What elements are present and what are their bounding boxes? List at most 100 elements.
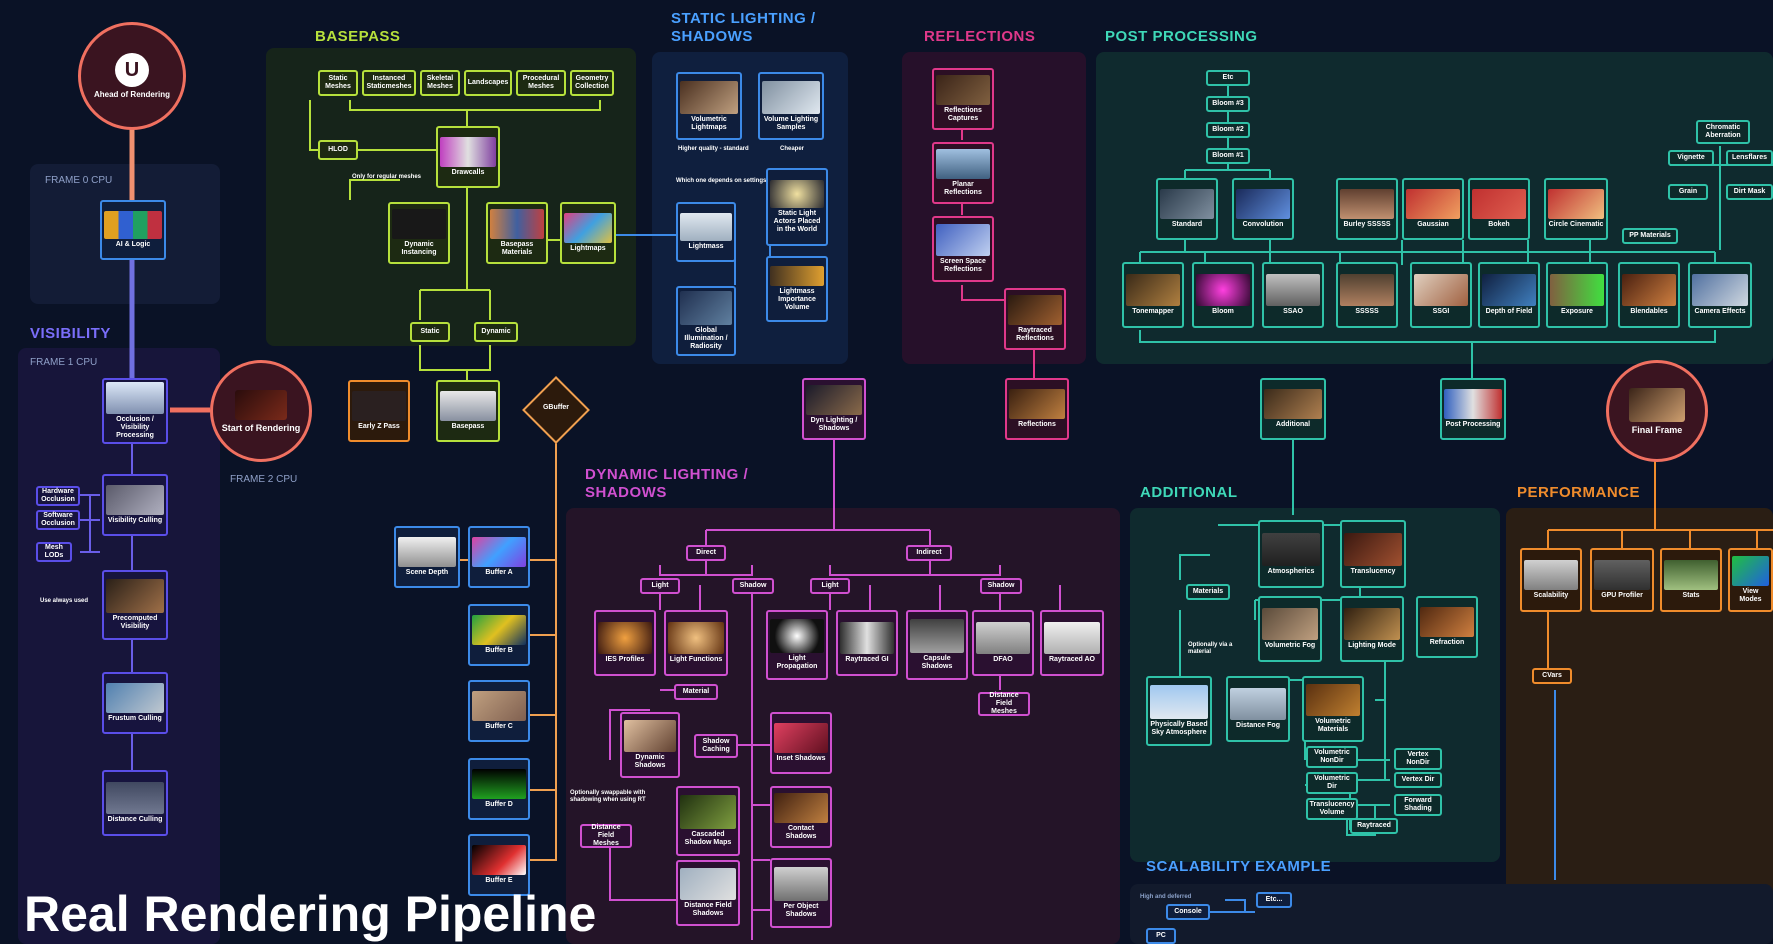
raytraced-ao-node[interactable]: Raytraced AO [1040,610,1104,676]
pp-materials-node[interactable]: PP Materials [1622,228,1678,244]
mesh-lods-node[interactable]: Mesh LODs [36,542,72,562]
volumetric-lightmaps-node[interactable]: Volumetric Lightmaps [676,72,742,140]
shadow-caching-node[interactable]: Shadow Caching [694,734,738,758]
dyn-lighting-main-node[interactable]: Dyn Lighting / Shadows [802,378,866,440]
post-processing-main-node[interactable]: Post Processing [1440,378,1506,440]
standard-node[interactable]: Standard [1156,178,1218,240]
ssgi-node[interactable]: SSGI [1410,262,1472,328]
global-illumination-node[interactable]: Global Illumination / Radiosity [676,286,736,356]
frustum-culling-node[interactable]: Frustum Culling [102,672,168,734]
dynamic-instancing-node[interactable]: Dynamic Instancing [388,202,450,264]
occlusion-node[interactable]: Occlusion / Visibility Processing [102,378,168,444]
vignette-node[interactable]: Vignette [1668,150,1714,166]
drawcalls-node[interactable]: Drawcalls [436,126,500,188]
ai-logic-node[interactable]: AI & Logic [100,200,166,260]
sky-atmosphere-node[interactable]: Physically Based Sky Atmosphere [1146,676,1212,746]
scalability-node[interactable]: Scalability [1520,548,1582,612]
reflections-captures-node[interactable]: Reflections Captures [932,68,994,130]
dfao-node[interactable]: DFAO [972,610,1034,676]
hlod-node[interactable]: HLOD [318,140,358,160]
additional-main-node[interactable]: Additional [1260,378,1326,440]
cascaded-shadow-maps-node[interactable]: Cascaded Shadow Maps [676,786,740,856]
view-modes-node[interactable]: View Modes [1728,548,1773,612]
lightmaps-node[interactable]: Lightmaps [560,202,616,264]
camera-effects-node[interactable]: Camera Effects [1688,262,1752,328]
bloom2-node[interactable]: Bloom #2 [1206,122,1250,138]
dynamic-pill[interactable]: Dynamic [474,322,518,342]
distance-culling-node[interactable]: Distance Culling [102,770,168,836]
etc-node[interactable]: Etc [1206,70,1250,86]
console-node[interactable]: Console [1166,904,1210,920]
ies-profiles-node[interactable]: IES Profiles [594,610,656,676]
volumetric-dir-node[interactable]: Volumetric Dir [1306,772,1358,794]
volumetric-nondir-node[interactable]: Volumetric NonDir [1306,746,1358,768]
translucency-volume-node[interactable]: Translucency Volume [1306,798,1358,820]
direct-node[interactable]: Direct [686,545,726,561]
lighting-mode-node[interactable]: Lighting Mode [1340,596,1404,662]
start-of-rendering-node[interactable]: Start of Rendering [210,360,312,462]
geometry-collection-node[interactable]: Geometry Collection [570,70,614,96]
bokeh-node[interactable]: Bokeh [1468,178,1530,240]
shadow2-node[interactable]: Shadow [980,578,1022,594]
dynamic-shadows-node[interactable]: Dynamic Shadows [620,712,680,778]
material-node[interactable]: Material [674,684,718,700]
circle-cinematic-node[interactable]: Circle Cinematic [1544,178,1608,240]
distance-field-meshes-node[interactable]: Distance Field Meshes [978,692,1030,716]
landscapes-node[interactable]: Landscapes [464,70,512,96]
bloom3-node[interactable]: Bloom #3 [1206,96,1250,112]
bloom1-node[interactable]: Bloom #1 [1206,148,1250,164]
planar-reflections-node[interactable]: Planar Reflections [932,142,994,204]
light-functions-node[interactable]: Light Functions [664,610,728,676]
distance-fog-node[interactable]: Distance Fog [1226,676,1290,742]
lightmass-importance-node[interactable]: Lightmass Importance Volume [766,256,828,322]
final-frame-node[interactable]: Final Frame [1606,360,1708,462]
buffer-a-node[interactable]: Buffer A [468,526,530,588]
inset-shadows-node[interactable]: Inset Shadows [770,712,832,774]
lensflares-node[interactable]: Lensflares [1726,150,1773,166]
df-meshes-left-node[interactable]: Distance Field Meshes [580,824,632,848]
refraction-node[interactable]: Refraction [1416,596,1478,658]
lightmass-node[interactable]: Lightmass [676,202,736,262]
reflections-main-node[interactable]: Reflections [1005,378,1069,440]
stats-node[interactable]: Stats [1660,548,1722,612]
shadow1-node[interactable]: Shadow [732,578,774,594]
materials-node[interactable]: Materials [1186,584,1230,600]
per-object-shadows-node[interactable]: Per Object Shadows [770,858,832,928]
scalability-etc-node[interactable]: Etc... [1256,892,1292,908]
burley-node[interactable]: Burley SSSSS [1336,178,1398,240]
light-propagation-node[interactable]: Light Propagation [766,610,828,680]
raytraced-reflections-node[interactable]: Raytraced Reflections [1004,288,1066,350]
bloom-node[interactable]: Bloom [1192,262,1254,328]
skeletal-meshes-node[interactable]: Skeletal Meshes [420,70,460,96]
early-z-pass-node[interactable]: Early Z Pass [348,380,410,442]
dof-node[interactable]: Depth of Field [1478,262,1540,328]
sssss-node[interactable]: SSSSS [1336,262,1398,328]
instanced-meshes-node[interactable]: Instanced Staticmeshes [362,70,416,96]
forward-shading-node[interactable]: Forward Shading [1394,794,1442,816]
volume-lighting-samples-node[interactable]: Volume Lighting Samples [758,72,824,140]
buffer-c-node[interactable]: Buffer C [468,680,530,742]
atmospherics-node[interactable]: Atmospherics [1258,520,1324,588]
blendables-node[interactable]: Blendables [1618,262,1680,328]
light1-node[interactable]: Light [640,578,680,594]
vertex-nondir-node[interactable]: Vertex NonDir [1394,748,1442,770]
static-meshes-node[interactable]: Static Meshes [318,70,358,96]
buffer-e-node[interactable]: Buffer E [468,834,530,896]
df-shadows-node[interactable]: Distance Field Shadows [676,860,740,926]
static-pill[interactable]: Static [410,322,450,342]
light2-node[interactable]: Light [810,578,850,594]
capsule-shadows-node[interactable]: Capsule Shadows [906,610,968,680]
chromatic-node[interactable]: Chromatic Aberration [1696,120,1750,144]
buffer-d-node[interactable]: Buffer D [468,758,530,820]
translucency-node[interactable]: Translucency [1340,520,1406,588]
ssao-node[interactable]: SSAO [1262,262,1324,328]
volumetric-fog-node[interactable]: Volumetric Fog [1258,596,1322,662]
hardware-occlusion-node[interactable]: Hardware Occlusion [36,486,80,506]
software-occlusion-node[interactable]: Software Occlusion [36,510,80,530]
raytraced-gi-node[interactable]: Raytraced GI [836,610,898,676]
static-light-actors-node[interactable]: Static Light Actors Placed in the World [766,168,828,246]
procedural-meshes-node[interactable]: Procedural Meshes [516,70,566,96]
ahead-of-rendering-node[interactable]: U Ahead of Rendering [78,22,186,130]
exposure-node[interactable]: Exposure [1546,262,1608,328]
indirect-node[interactable]: Indirect [906,545,952,561]
